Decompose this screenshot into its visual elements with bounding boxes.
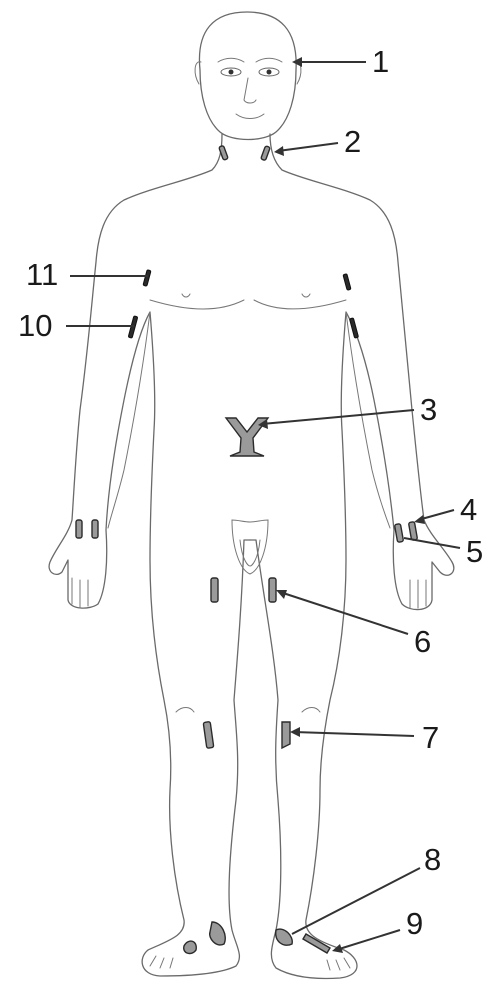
arrowhead-1 bbox=[292, 57, 302, 67]
arrowhead-2 bbox=[274, 146, 284, 156]
marker-shoulder-left bbox=[143, 270, 151, 286]
label-6: 6 bbox=[414, 624, 431, 659]
mouth bbox=[236, 114, 264, 119]
leader-2 bbox=[278, 143, 338, 151]
nose bbox=[244, 78, 256, 103]
label-4: 4 bbox=[460, 492, 477, 527]
label-8: 8 bbox=[424, 842, 441, 877]
marker-knee-right bbox=[282, 722, 290, 748]
marker-wrist-right-2 bbox=[408, 522, 417, 541]
leader-8 bbox=[292, 868, 420, 934]
marker-wrist-left-2 bbox=[92, 520, 98, 538]
labels: 1 2 3 4 5 6 7 8 9 10 11 bbox=[18, 44, 483, 941]
label-9: 9 bbox=[406, 906, 423, 941]
leader-5 bbox=[404, 538, 460, 548]
label-3: 3 bbox=[420, 392, 437, 427]
marker-neck-left bbox=[219, 145, 228, 160]
label-2: 2 bbox=[344, 124, 361, 159]
left-eyebrow bbox=[218, 58, 244, 62]
right-eyebrow bbox=[256, 58, 282, 62]
leader-3 bbox=[262, 410, 414, 424]
label-5: 5 bbox=[466, 534, 483, 569]
marker-foot-left-inner bbox=[210, 922, 226, 945]
body-outline bbox=[49, 12, 454, 979]
label-11: 11 bbox=[26, 257, 58, 292]
marker-knee-left bbox=[203, 722, 214, 749]
leader-lines bbox=[66, 57, 460, 953]
face bbox=[218, 58, 282, 118]
label-7: 7 bbox=[422, 720, 439, 755]
leader-6 bbox=[280, 592, 408, 634]
right-pupil bbox=[267, 70, 272, 75]
marker-foot-right-8 bbox=[276, 929, 293, 945]
marker-thigh-left bbox=[211, 578, 218, 602]
label-10: 10 bbox=[18, 308, 52, 343]
marker-foot-left-outer bbox=[184, 941, 197, 953]
left-pupil bbox=[229, 70, 234, 75]
leader-9 bbox=[336, 930, 400, 950]
electrode-markers bbox=[76, 145, 418, 953]
marker-neck-right bbox=[261, 146, 270, 161]
marker-shoulder-right bbox=[343, 274, 351, 290]
label-1: 1 bbox=[372, 44, 389, 79]
arrowhead-6 bbox=[276, 590, 287, 599]
marker-thigh-right bbox=[269, 578, 276, 602]
marker-wrist-left-1 bbox=[76, 520, 82, 538]
marker-wrist-right-1 bbox=[394, 524, 403, 543]
arrowhead-7 bbox=[290, 727, 300, 737]
arrowhead-9 bbox=[332, 944, 343, 953]
leader-7 bbox=[294, 732, 414, 736]
marker-upper-arm-right bbox=[349, 318, 358, 338]
